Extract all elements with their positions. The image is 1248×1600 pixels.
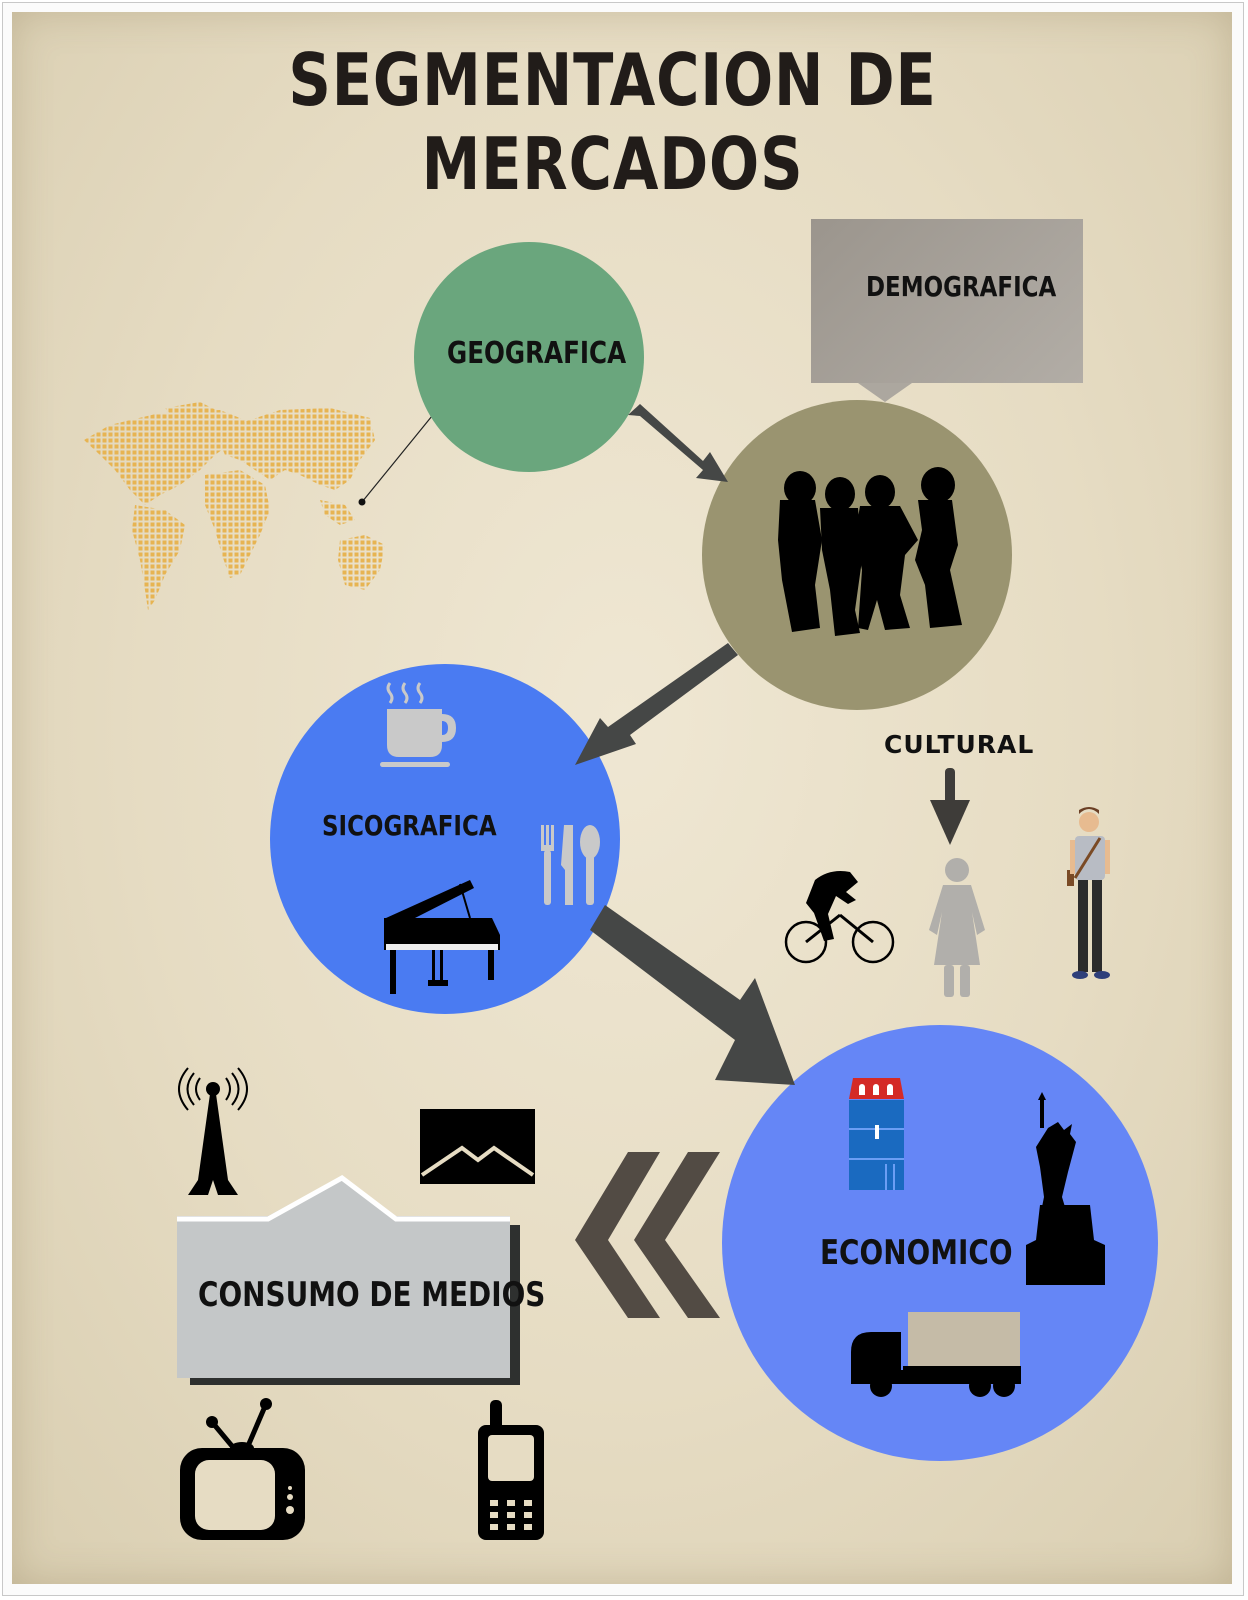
sicografica-label: SICOGRAFICA bbox=[322, 809, 497, 842]
demografica-callout bbox=[811, 219, 1083, 383]
building-icon bbox=[849, 1078, 904, 1190]
radio-tower-icon bbox=[178, 1067, 248, 1195]
arrow-sico-to-eco-icon bbox=[590, 905, 795, 1085]
arrow-demo-to-sico-icon bbox=[575, 643, 738, 765]
coffee-cup-icon bbox=[380, 682, 456, 767]
geografica-node bbox=[414, 242, 644, 472]
cutlery-icon bbox=[541, 825, 600, 905]
consumo-medios-label: CONSUMO DE MEDIOS bbox=[198, 1275, 546, 1315]
economico-label: ECONOMICO bbox=[820, 1233, 1013, 1273]
demografica-label: DEMOGRAFICA bbox=[866, 270, 1057, 303]
statue-of-liberty-icon bbox=[1026, 1092, 1105, 1285]
grand-piano-icon bbox=[384, 880, 500, 994]
geografica-label: GEOGRAFICA bbox=[447, 336, 627, 371]
man-illustration bbox=[1067, 807, 1110, 979]
cultural-label: CULTURAL bbox=[884, 730, 1035, 759]
arrow-geo-to-demo-icon bbox=[628, 404, 728, 482]
woman-icon bbox=[929, 858, 985, 997]
truck-icon bbox=[851, 1312, 1021, 1397]
cyclist-icon bbox=[784, 871, 895, 964]
envelope-icon bbox=[420, 1109, 535, 1184]
page-title: SEGMENTACION DE MERCADOS bbox=[288, 38, 937, 206]
mobile-phone-icon bbox=[478, 1400, 544, 1540]
double-chevron-left-icon bbox=[575, 1152, 720, 1318]
tv-icon bbox=[180, 1398, 305, 1540]
down-arrow-icon bbox=[930, 768, 970, 845]
sicografica-node bbox=[270, 664, 620, 1014]
